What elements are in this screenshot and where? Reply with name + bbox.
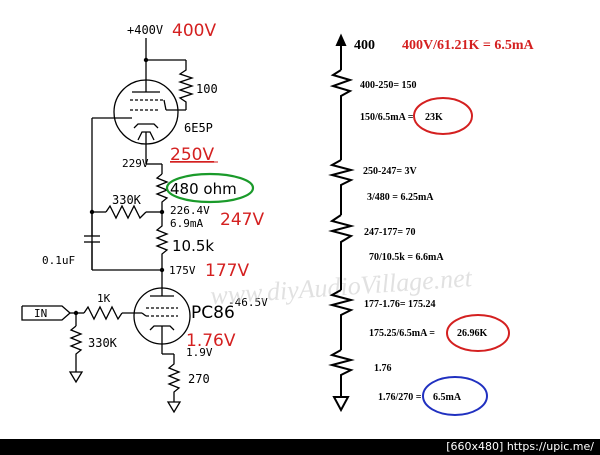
junction-dots	[73, 57, 165, 316]
input-label: IN	[34, 307, 47, 320]
blue-circle-65ma	[422, 376, 488, 416]
node-177v-red: 177V	[205, 261, 249, 281]
calc-line-10a: 1.76/270 =	[378, 392, 422, 403]
supply-arrow-icon	[335, 33, 347, 46]
ground-icon-chain	[332, 396, 350, 413]
calc-line-3: 250-247= 3V	[363, 166, 418, 177]
node-250v-red: 250V	[170, 145, 214, 165]
red-circle-23k	[413, 97, 473, 135]
node-175v: 175V	[169, 264, 196, 277]
hand-drawn-chain	[328, 33, 355, 413]
capacitor-label: 0.1uF	[42, 254, 75, 267]
node-19v: 1.9V	[186, 346, 213, 359]
calc-headline: 400V/61.21K = 6.5mA	[402, 38, 535, 53]
node-226v: 226.4V	[170, 204, 210, 217]
calc-line-1: 400-250= 150	[360, 80, 417, 91]
resistor-100-label: 100	[196, 82, 218, 96]
resistor-1k-label: 1K	[97, 292, 111, 305]
tube1-label: 6E5P	[184, 121, 213, 135]
calc-line-4: 3/480 = 6.25mA	[367, 192, 434, 203]
node-176v-red: 1.76V	[186, 331, 236, 351]
resistor-270-label: 270	[188, 372, 210, 386]
ground-icon-cathode	[166, 401, 182, 414]
calc-top-400: 400	[354, 38, 375, 53]
calc-line-5: 247-177= 70	[364, 227, 416, 238]
ground-symbols	[68, 371, 182, 414]
calc-line-6: 70/10.5k = 6.6mA	[369, 252, 444, 263]
supply-voltage-red: 400V	[172, 21, 216, 41]
calc-line-2a: 150/6.5mA =	[360, 112, 414, 123]
tube2-label: PC86	[191, 303, 235, 323]
calc-line-9: 1.76	[374, 363, 392, 374]
calc-line-10b: 6.5mA	[433, 392, 462, 403]
schematic-wiring	[21, 38, 195, 402]
resistor-330k-feedback: 330K	[112, 193, 142, 207]
calc-line-8a: 175.25/6.5mA =	[369, 328, 435, 339]
calc-line-7: 177-1.76= 175.24	[364, 299, 436, 310]
green-oval	[165, 172, 255, 204]
image-host-footer: [660x480] https://upic.me/	[0, 439, 600, 455]
resistor-330k-grid: 330K	[88, 336, 118, 350]
red-circle-2696k	[446, 314, 510, 352]
resistor-480ohm-label: 480 ohm	[170, 180, 237, 198]
resistor-105k-label: 10.5k	[172, 237, 214, 255]
current-69ma: 6.9mA	[170, 217, 203, 230]
node-neg465v: -46.5V	[228, 296, 268, 309]
node-229v: 229V	[122, 157, 149, 170]
supply-label: +400V	[127, 23, 163, 37]
ground-icon-grid	[68, 371, 84, 384]
node-247v-red: 247V	[220, 210, 264, 230]
calc-line-2b: 23K	[425, 112, 443, 123]
calc-line-8b: 26.96K	[457, 328, 488, 339]
